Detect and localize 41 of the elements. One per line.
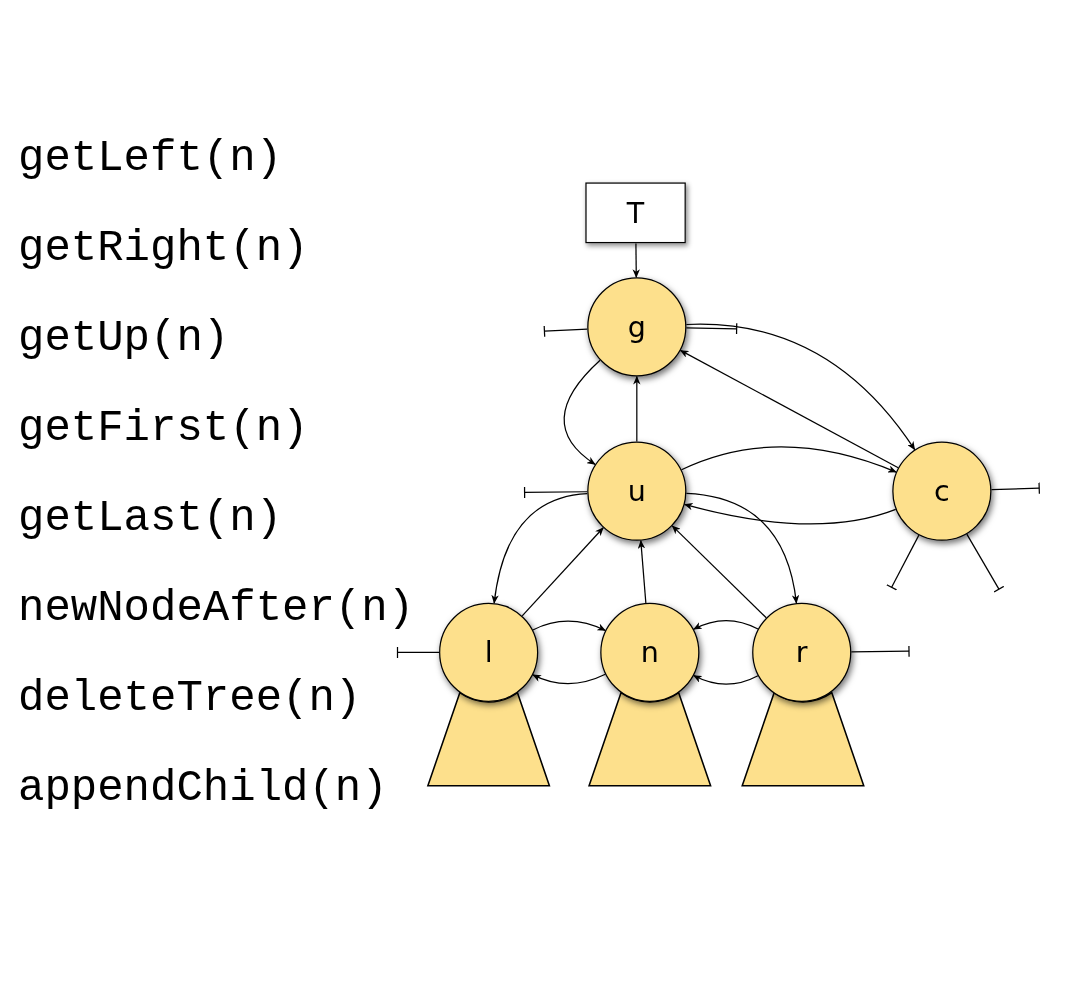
node-label: r [795, 638, 808, 667]
arrow [671, 525, 767, 619]
node-label: n [640, 638, 659, 667]
arrow [693, 620, 759, 630]
tree-node-circle [892, 441, 992, 541]
method-name: getLast(n) [18, 492, 283, 545]
node-label: l [484, 638, 493, 667]
arrow [693, 674, 759, 685]
arrow [532, 673, 606, 685]
tree-node-circle [587, 441, 687, 541]
arrow [685, 492, 799, 604]
tree-box [585, 182, 686, 244]
arrow [685, 323, 916, 451]
tree-node-circle [752, 602, 852, 702]
node-label: c [934, 476, 950, 506]
arrow [684, 502, 897, 525]
method-name: deleteTree(n) [18, 672, 362, 725]
subtree-triangle [427, 691, 551, 787]
tree-node-circle [600, 602, 700, 702]
arrow [563, 359, 601, 465]
arrow [632, 242, 640, 278]
method-name: getLeft(n) [18, 132, 283, 185]
arrow [680, 446, 897, 473]
node-label: g [627, 312, 646, 342]
arrow [532, 620, 606, 632]
method-name: getRight(n) [18, 222, 309, 275]
arrow [633, 375, 641, 443]
arrow [521, 527, 604, 617]
method-name: newNodeAfter(n) [18, 582, 415, 635]
arrow [679, 349, 899, 469]
method-name: appendChild(n) [18, 762, 388, 815]
arrow [491, 492, 588, 604]
tree-node-circle [587, 277, 687, 377]
method-name: getFirst(n) [18, 402, 309, 455]
arrow [637, 540, 647, 604]
node-label: u [627, 476, 646, 506]
tree-node-circle [439, 602, 539, 702]
subtree-triangle [588, 691, 712, 787]
method-name: getUp(n) [18, 312, 230, 365]
subtree-triangle [741, 691, 865, 787]
node-label: T [626, 198, 645, 228]
